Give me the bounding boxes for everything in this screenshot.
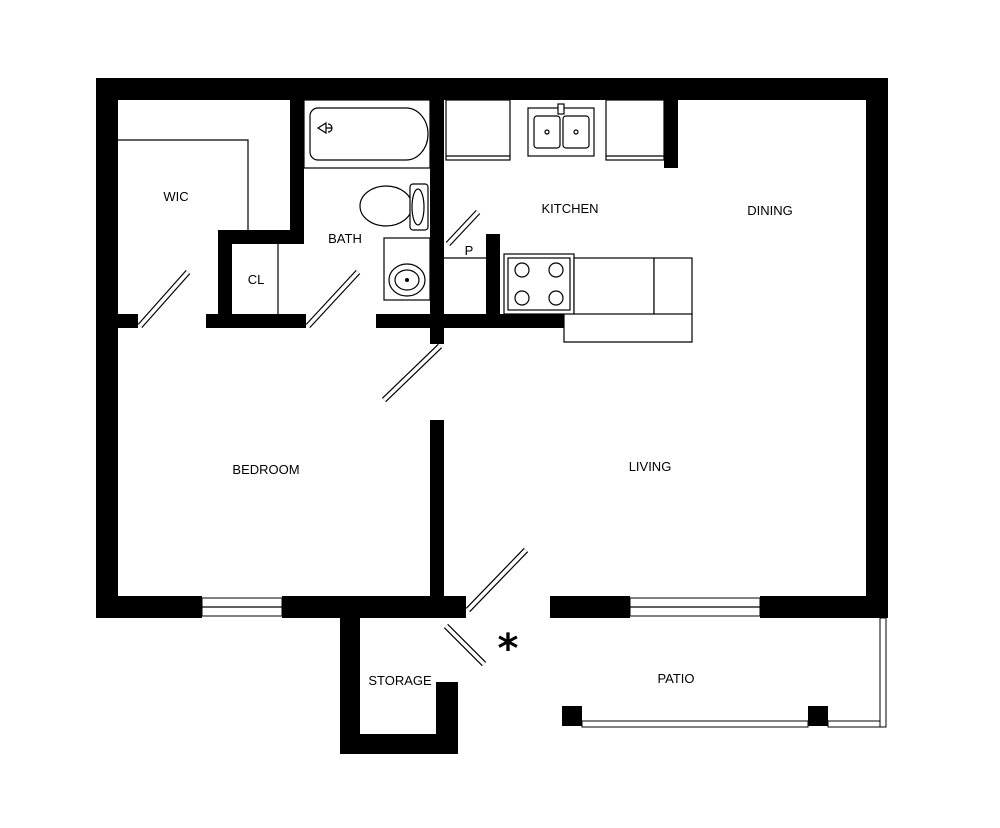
doors [137,209,529,667]
room-label-storage: STORAGE [368,673,432,688]
sink-drain-icon [405,278,409,282]
patio-post-right [808,706,828,726]
bedroom-door-fill [382,344,442,402]
bath-kitchen-wall [430,98,444,344]
storage-door-fill [444,624,486,666]
room-label-cl: CL [248,272,265,287]
sink-drain-left [544,129,550,135]
room-label-living: LIVING [629,459,672,474]
bottom-wall-center [282,596,466,618]
storage-walls [340,618,458,754]
burner-icon [548,290,564,306]
bedroom-top-wall-c [376,314,442,328]
bedroom-top-wall-a [118,314,138,328]
room-label-bedroom: BEDROOM [232,462,299,477]
windows [201,597,761,617]
bottom-wall-left [96,596,202,618]
patio-rail-side [879,617,887,728]
left-exterior-wall [96,78,118,618]
wic-shelving [118,139,279,314]
kitchen-stub-wall [664,98,678,168]
bottom-wall-right-a [550,596,630,618]
room-label-kitchen: KITCHEN [541,201,598,216]
entry-door-fill [466,548,528,612]
pantry-wall-vertical [486,234,500,328]
breakfast-bar-outline [563,314,693,343]
dishwasher [605,99,665,161]
room-label-dining: DINING [747,203,793,218]
bath-fixtures [303,99,431,301]
closet-left-wall [218,230,232,328]
storage-left-wall [340,618,360,754]
storage-right-wall [436,682,458,754]
bedroom-top-wall-b [206,314,306,328]
burner-icon [548,262,564,278]
pantry-wall-bottom [444,314,564,328]
refrigerator [445,99,511,161]
wic-bath-wall [290,98,304,244]
bath-door-fill [306,270,360,328]
room-label-patio: PATIO [657,671,694,686]
entry-door-post [444,596,466,618]
exterior-walls [96,78,888,618]
patio-post-left [562,706,582,726]
bedroom-living-wall [430,420,444,618]
toilet-seat-icon [411,188,425,226]
entry-marker-asterisk: * [498,626,519,672]
room-label-pantry: P [465,243,474,258]
patio-outline [562,617,887,728]
breakfast-bar [653,257,693,315]
room-labels: WIC CL BATH KITCHEN P DINING BEDROOM LIV… [163,189,792,688]
counter-extension [573,257,655,315]
wic-door-fill [138,270,190,328]
pantry-door-fill [446,210,480,246]
patio-rail-bottom [581,720,809,728]
storage-bottom-wall [340,734,458,754]
wic-shelf-line [118,139,249,230]
interior-walls [118,98,678,618]
burner-icon [514,290,530,306]
right-exterior-wall [866,78,888,618]
tub-faucet-icon [316,121,333,135]
kitchen-fixtures [445,99,693,343]
patio-rail-right-bottom [827,720,887,728]
toilet-bowl-icon [359,185,413,227]
bathtub-basin [309,107,429,161]
kitchen-faucet-icon [557,103,565,115]
burner-icon [514,262,530,278]
sink-drain-right [573,129,579,135]
bottom-wall-right-b [760,596,888,618]
room-label-bath: BATH [328,231,362,246]
closet-top-wall [218,230,304,244]
top-exterior-wall [96,78,888,100]
room-label-wic: WIC [163,189,188,204]
